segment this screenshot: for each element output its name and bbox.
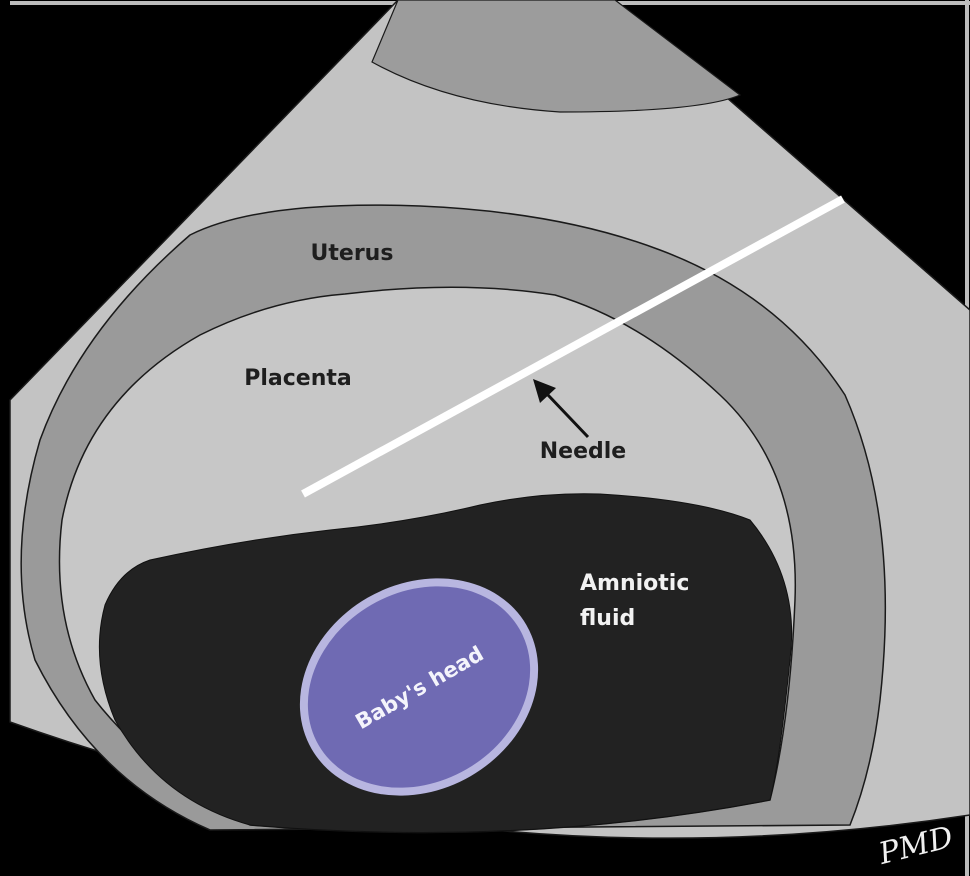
- needle-arrow: [533, 379, 590, 439]
- needle-label: Needle: [540, 439, 626, 464]
- upper-tissue-band: [371, 0, 742, 113]
- amniotic-fluid-label-line2: fluid: [580, 606, 635, 631]
- placenta-label: Placenta: [244, 366, 352, 391]
- amniotic-fluid-label-line1: Amniotic: [580, 571, 689, 596]
- uterus-label: Uterus: [311, 241, 394, 266]
- babys-head: Baby's head: [299, 578, 539, 796]
- needle: [301, 195, 845, 498]
- babys-head-fill: [307, 586, 531, 788]
